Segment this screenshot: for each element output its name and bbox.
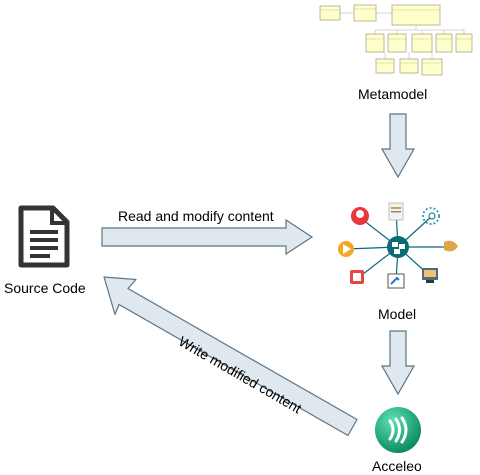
source-code-label: Source Code — [4, 280, 86, 296]
model-label: Model — [378, 306, 417, 322]
acceleo-label: Acceleo — [372, 458, 422, 474]
arrow-read-modify — [101, 218, 314, 256]
read-modify-label: Read and modify content — [118, 208, 274, 224]
arrow-write-modified — [103, 276, 358, 437]
acceleo-logo-icon — [375, 407, 421, 453]
metamodel-diagram — [319, 4, 473, 76]
document-lines-icon — [18, 205, 70, 268]
arrow-model-to-acceleo — [380, 330, 416, 396]
model-graph-icon — [338, 202, 458, 289]
arrow-metamodel-to-model — [380, 113, 416, 179]
metamodel-label: Metamodel — [358, 86, 428, 102]
